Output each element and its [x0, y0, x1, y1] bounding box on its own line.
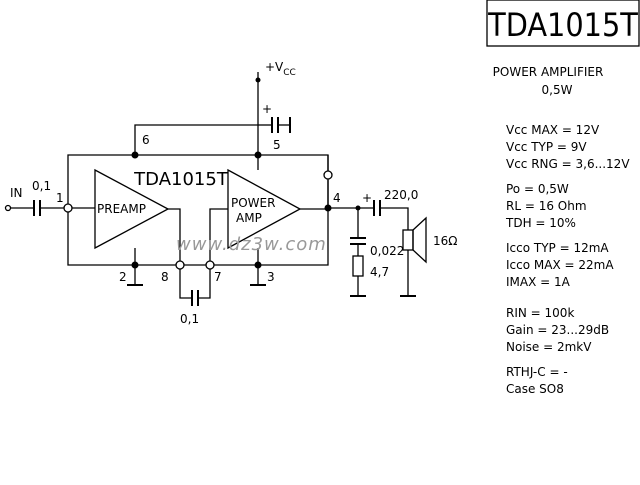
speaker-impedance: 16Ω — [433, 234, 457, 248]
spec-line: Gain = 23...29dB — [506, 323, 609, 337]
preamp-triangle — [94, 168, 170, 250]
spec-line: RIN = 100k — [506, 306, 574, 320]
chip-title: TDA1015T — [487, 6, 638, 44]
watermark: www.dz3w.com — [176, 234, 327, 255]
output-cap-value: 220,0 — [384, 188, 418, 202]
zobel-res-value: 4,7 — [370, 265, 389, 279]
bias-node — [323, 170, 333, 180]
pin-number: 4 — [333, 191, 341, 205]
pin-number: 5 — [273, 138, 281, 152]
zobel-network — [350, 208, 366, 297]
spec-line: Vcc TYP = 9V — [506, 140, 587, 154]
spec-line: Po = 0,5W — [506, 182, 569, 196]
cap-78-value: 0,1 — [180, 312, 199, 326]
pin-7-node — [205, 260, 215, 270]
capacitor-pin7-pin8 — [179, 269, 211, 306]
spec-line: Noise = 2mkV — [506, 340, 592, 354]
spec-list: Vcc MAX = 12V Vcc TYP = 9V Vcc RNG = 3,6… — [505, 123, 630, 396]
input-cap-value: 0,1 — [32, 179, 51, 193]
input-label: IN — [10, 186, 23, 200]
power-rating: 0,5W — [542, 83, 573, 97]
output-cap-polarity: + — [362, 191, 372, 205]
subtitle: POWER AMPLIFIER — [493, 65, 604, 79]
power-amp-label-2: AMP — [236, 211, 262, 225]
zobel-cap-value: 0,022 — [370, 244, 404, 258]
speaker-icon — [400, 216, 427, 297]
spec-line: Vcc RNG = 3,6...12V — [506, 157, 630, 171]
spec-line: Icco TYP = 12mA — [506, 241, 609, 255]
pin-number: 2 — [119, 270, 127, 284]
pin-number: 8 — [161, 270, 169, 284]
pin-number: 3 — [267, 270, 275, 284]
pin-number: 7 — [214, 270, 222, 284]
ground-pin-2 — [127, 265, 143, 286]
pin-5-node — [254, 151, 262, 159]
spec-line: Icco MAX = 22mA — [506, 258, 614, 272]
spec-line: RL = 16 Ohm — [506, 199, 587, 213]
pin-number: 6 — [142, 133, 150, 147]
ground-pin-3 — [250, 265, 266, 286]
title-box — [486, 0, 640, 47]
pin-6-node — [131, 151, 139, 159]
vcc-decoupling-capacitor — [258, 117, 291, 133]
vcc-cap-polarity: + — [262, 102, 272, 116]
pin-1-node — [63, 203, 73, 213]
pin-number: 1 — [56, 191, 64, 205]
spec-line: Case SO8 — [506, 382, 564, 396]
spec-line: IMAX = 1A — [506, 275, 571, 289]
spec-line: Vcc MAX = 12V — [506, 123, 600, 137]
spec-line: TDH = 10% — [505, 216, 576, 230]
input-capacitor — [4, 200, 64, 216]
chip-label: TDA1015T — [133, 169, 229, 190]
power-amp-label-1: POWER — [231, 196, 275, 210]
pin-8-node — [175, 260, 185, 270]
spec-line: RTHJ-C = - — [506, 365, 568, 379]
preamp-label: PREAMP — [97, 202, 146, 216]
vcc-label: +VCC — [265, 60, 296, 78]
vcc-supply — [255, 72, 261, 83]
